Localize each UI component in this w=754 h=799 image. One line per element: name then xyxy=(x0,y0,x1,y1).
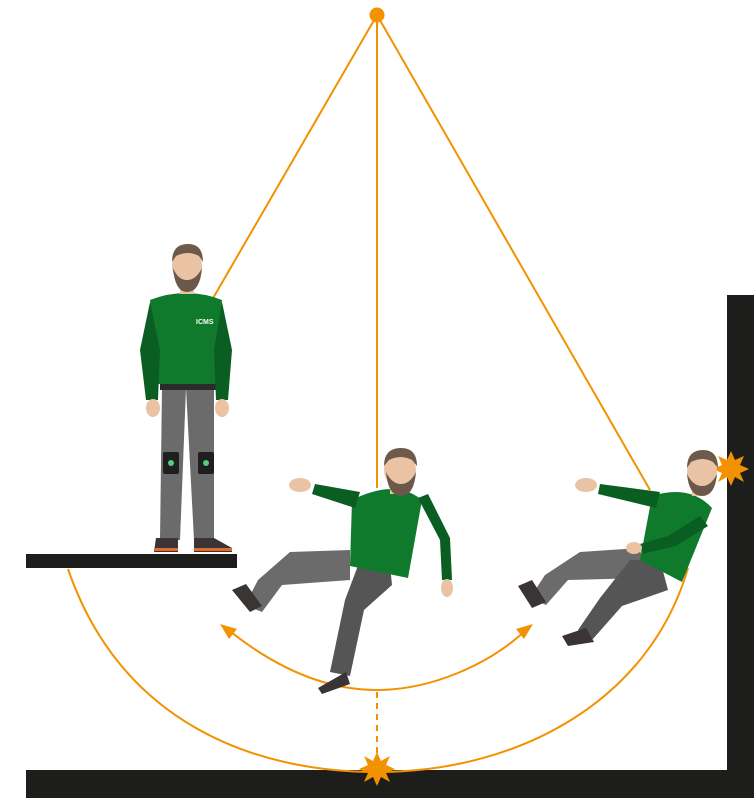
inner-swing-arc xyxy=(226,628,528,690)
torso xyxy=(150,293,222,384)
rope-to-wall-worker xyxy=(377,15,650,490)
wall xyxy=(727,295,754,798)
anchor-point xyxy=(370,8,385,23)
swinging-worker xyxy=(232,448,453,694)
rope-to-standing-worker xyxy=(212,15,377,300)
shirt-logo: ICMS xyxy=(196,319,214,326)
rope-lines xyxy=(212,15,650,490)
torso xyxy=(350,489,422,578)
floor xyxy=(26,770,754,798)
ledge-platform xyxy=(26,554,237,568)
arrow-head-left xyxy=(220,624,237,639)
wall-impact-worker xyxy=(518,450,718,646)
